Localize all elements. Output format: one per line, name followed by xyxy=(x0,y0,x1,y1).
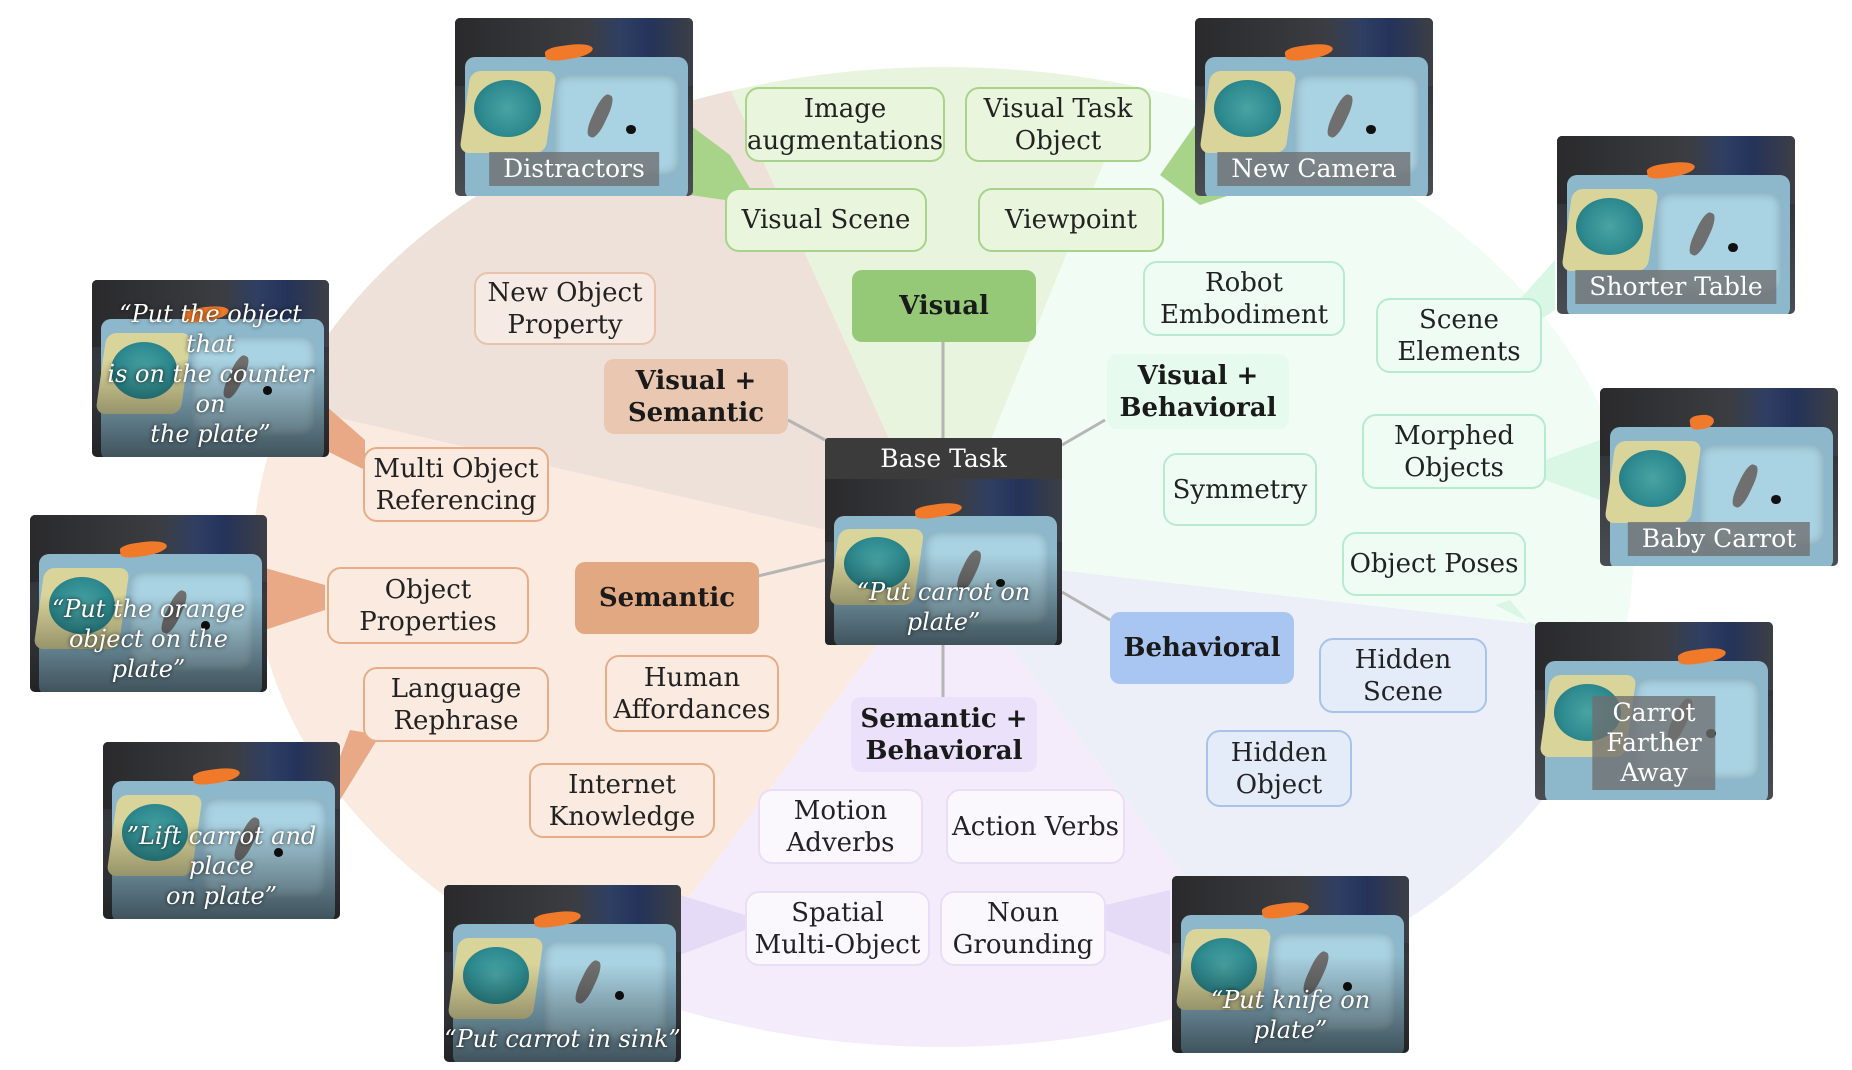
photo-quote: ”Lift carrot and place on plate” xyxy=(126,822,317,910)
wedge-knife xyxy=(1105,890,1170,955)
leaf-hidden-scene: Hidden Scene xyxy=(1319,638,1487,713)
photo-carrot-farther-away: Carrot Farther Away xyxy=(1535,622,1773,800)
wedge-orange-object xyxy=(265,568,325,630)
wedge-sink xyxy=(680,895,745,955)
leaf-motion-adverbs: Motion Adverbs xyxy=(758,789,923,864)
photo-new-camera: New Camera xyxy=(1195,18,1433,196)
leaf-multi-object-referencing: Multi Object Referencing xyxy=(363,447,549,522)
photo-quote: “Put carrot in sink” xyxy=(444,1025,681,1053)
photo-distractors: Distractors xyxy=(455,18,693,196)
leaf-language-rephrase: Language Rephrase xyxy=(363,667,549,742)
connector-semantic xyxy=(757,558,826,578)
leaf-noun-grounding: Noun Grounding xyxy=(940,891,1106,966)
leaf-new-object-property: New Object Property xyxy=(474,272,656,345)
photo-label: Baby Carrot xyxy=(1627,522,1811,556)
photo-multi-object-quote: “Put the object that is on the counter o… xyxy=(92,280,329,457)
photo-label: Distractors xyxy=(489,152,659,186)
category-behavioral: Behavioral xyxy=(1110,612,1294,684)
photo-quote: “Put the orange object on the plate” xyxy=(51,595,246,683)
category-semantic: Semantic xyxy=(575,562,759,634)
leaf-scene-elements: Scene Elements xyxy=(1376,298,1542,373)
leaf-internet-knowledge: Internet Knowledge xyxy=(529,763,715,838)
leaf-viewpoint: Viewpoint xyxy=(978,188,1164,252)
leaf-action-verbs: Action Verbs xyxy=(946,789,1125,864)
base-task-quote: “Put carrot on plate” xyxy=(856,578,1031,636)
category-visual: Visual xyxy=(852,270,1036,342)
category-visual-semantic: Visual + Semantic xyxy=(604,359,788,434)
photo-label: New Camera xyxy=(1217,152,1411,186)
leaf-visual-scene: Visual Scene xyxy=(725,188,927,252)
wedge-distractors xyxy=(690,125,760,205)
leaf-robot-embodiment: Robot Embodiment xyxy=(1143,261,1345,336)
leaf-symmetry: Symmetry xyxy=(1163,453,1317,526)
wedge-lift-carrot xyxy=(335,730,380,800)
photo-orange-object-quote: “Put the orange object on the plate” xyxy=(30,515,267,692)
photo-quote: “Put knife on plate” xyxy=(1210,986,1371,1044)
photo-label: Shorter Table xyxy=(1575,270,1777,304)
photo-baby-carrot: Baby Carrot xyxy=(1600,388,1838,566)
connector-visual-semantic xyxy=(787,418,826,442)
photo-shorter-table: Shorter Table xyxy=(1557,136,1795,314)
base-task-photo: “Put carrot on plate” xyxy=(825,479,1062,645)
connector-behavioral xyxy=(1061,590,1111,622)
wedge-carrot-farther xyxy=(1495,600,1555,655)
category-visual-behavioral: Visual + Behavioral xyxy=(1107,354,1289,429)
category-semantic-behavioral: Semantic + Behavioral xyxy=(851,697,1037,772)
photo-sink-quote: “Put carrot in sink” xyxy=(444,885,681,1062)
base-task-header: Base Task xyxy=(825,438,1062,479)
leaf-visual-task-object: Visual Task Object xyxy=(965,87,1151,162)
leaf-object-properties: Object Properties xyxy=(327,567,529,644)
leaf-human-affordances: Human Affordances xyxy=(605,655,779,732)
wedge-multi-object xyxy=(325,405,365,470)
connector-visual-behavioral xyxy=(1061,418,1106,447)
photo-label: Carrot Farther Away xyxy=(1592,696,1716,790)
leaf-spatial-multi-object: Spatial Multi-Object xyxy=(745,891,930,966)
photo-lift-carrot-quote: ”Lift carrot and place on plate” xyxy=(103,742,340,919)
leaf-image-augmentations: Image augmentations xyxy=(745,87,945,162)
photo-knife-quote: “Put knife on plate” xyxy=(1172,876,1409,1053)
leaf-morphed-objects: Morphed Objects xyxy=(1362,414,1546,489)
leaf-object-poses: Object Poses xyxy=(1342,532,1526,596)
photo-quote: “Put the object that is on the counter o… xyxy=(107,300,314,448)
wedge-baby-carrot xyxy=(1545,440,1600,500)
leaf-hidden-object: Hidden Object xyxy=(1206,730,1352,807)
